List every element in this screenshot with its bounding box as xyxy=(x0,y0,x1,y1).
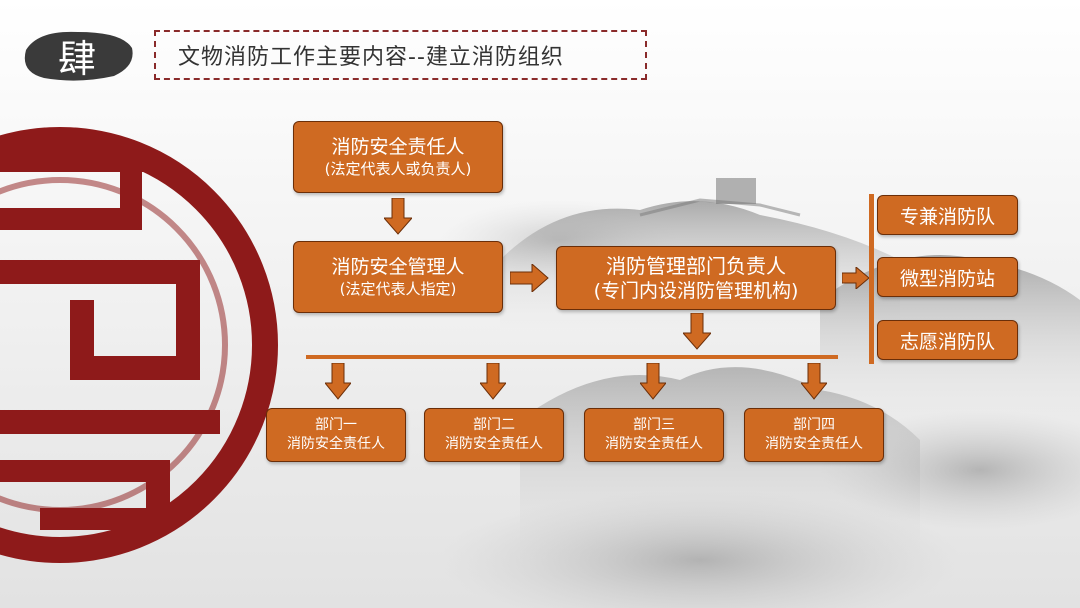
team-item: 微型消防站 xyxy=(877,257,1018,297)
arrow-down-icon xyxy=(683,313,711,351)
team-label: 微型消防站 xyxy=(900,264,995,291)
department-name: 部门一 xyxy=(315,416,357,435)
team-label: 专兼消防队 xyxy=(900,202,995,229)
section-badge: 肆 xyxy=(18,26,136,84)
team-bracket-line xyxy=(869,194,874,364)
node-fire-safety-manager: 消防安全管理人 (法定代表人指定) xyxy=(293,241,503,313)
node-title: 消防安全管理人 xyxy=(331,255,464,279)
node-subtitle: (法定代表人指定) xyxy=(340,279,457,300)
team-label: 志愿消防队 xyxy=(900,327,995,354)
arrow-down-icon xyxy=(325,363,351,401)
distribution-line xyxy=(306,355,838,359)
department-role: 消防安全责任人 xyxy=(605,435,703,454)
team-item: 专兼消防队 xyxy=(877,195,1018,235)
department-name: 部门三 xyxy=(633,416,675,435)
page-title: 文物消防工作主要内容--建立消防组织 xyxy=(154,30,647,80)
department-name: 部门二 xyxy=(473,416,515,435)
node-subtitle: (专门内设消防管理机构) xyxy=(594,279,799,304)
department-node: 部门三 消防安全责任人 xyxy=(584,408,724,462)
node-fire-management-department-head: 消防管理部门负责人 (专门内设消防管理机构) xyxy=(556,246,836,310)
team-item: 志愿消防队 xyxy=(877,320,1018,360)
arrow-down-icon xyxy=(384,198,412,236)
department-node: 部门二 消防安全责任人 xyxy=(424,408,564,462)
arrow-down-icon xyxy=(640,363,666,401)
department-name: 部门四 xyxy=(793,416,835,435)
department-node: 部门一 消防安全责任人 xyxy=(266,408,406,462)
arrow-down-icon xyxy=(480,363,506,401)
department-role: 消防安全责任人 xyxy=(445,435,543,454)
node-fire-safety-responsible: 消防安全责任人 (法定代表人或负责人) xyxy=(293,121,503,193)
department-role: 消防安全责任人 xyxy=(765,435,863,454)
arrow-right-icon xyxy=(510,264,550,292)
arrow-right-icon xyxy=(842,267,870,289)
department-role: 消防安全责任人 xyxy=(287,435,385,454)
section-numeral: 肆 xyxy=(18,26,136,84)
node-subtitle: (法定代表人或负责人) xyxy=(325,159,472,180)
arrow-down-icon xyxy=(801,363,827,401)
node-title: 消防安全责任人 xyxy=(331,135,464,159)
node-title: 消防管理部门负责人 xyxy=(606,253,786,279)
department-node: 部门四 消防安全责任人 xyxy=(744,408,884,462)
